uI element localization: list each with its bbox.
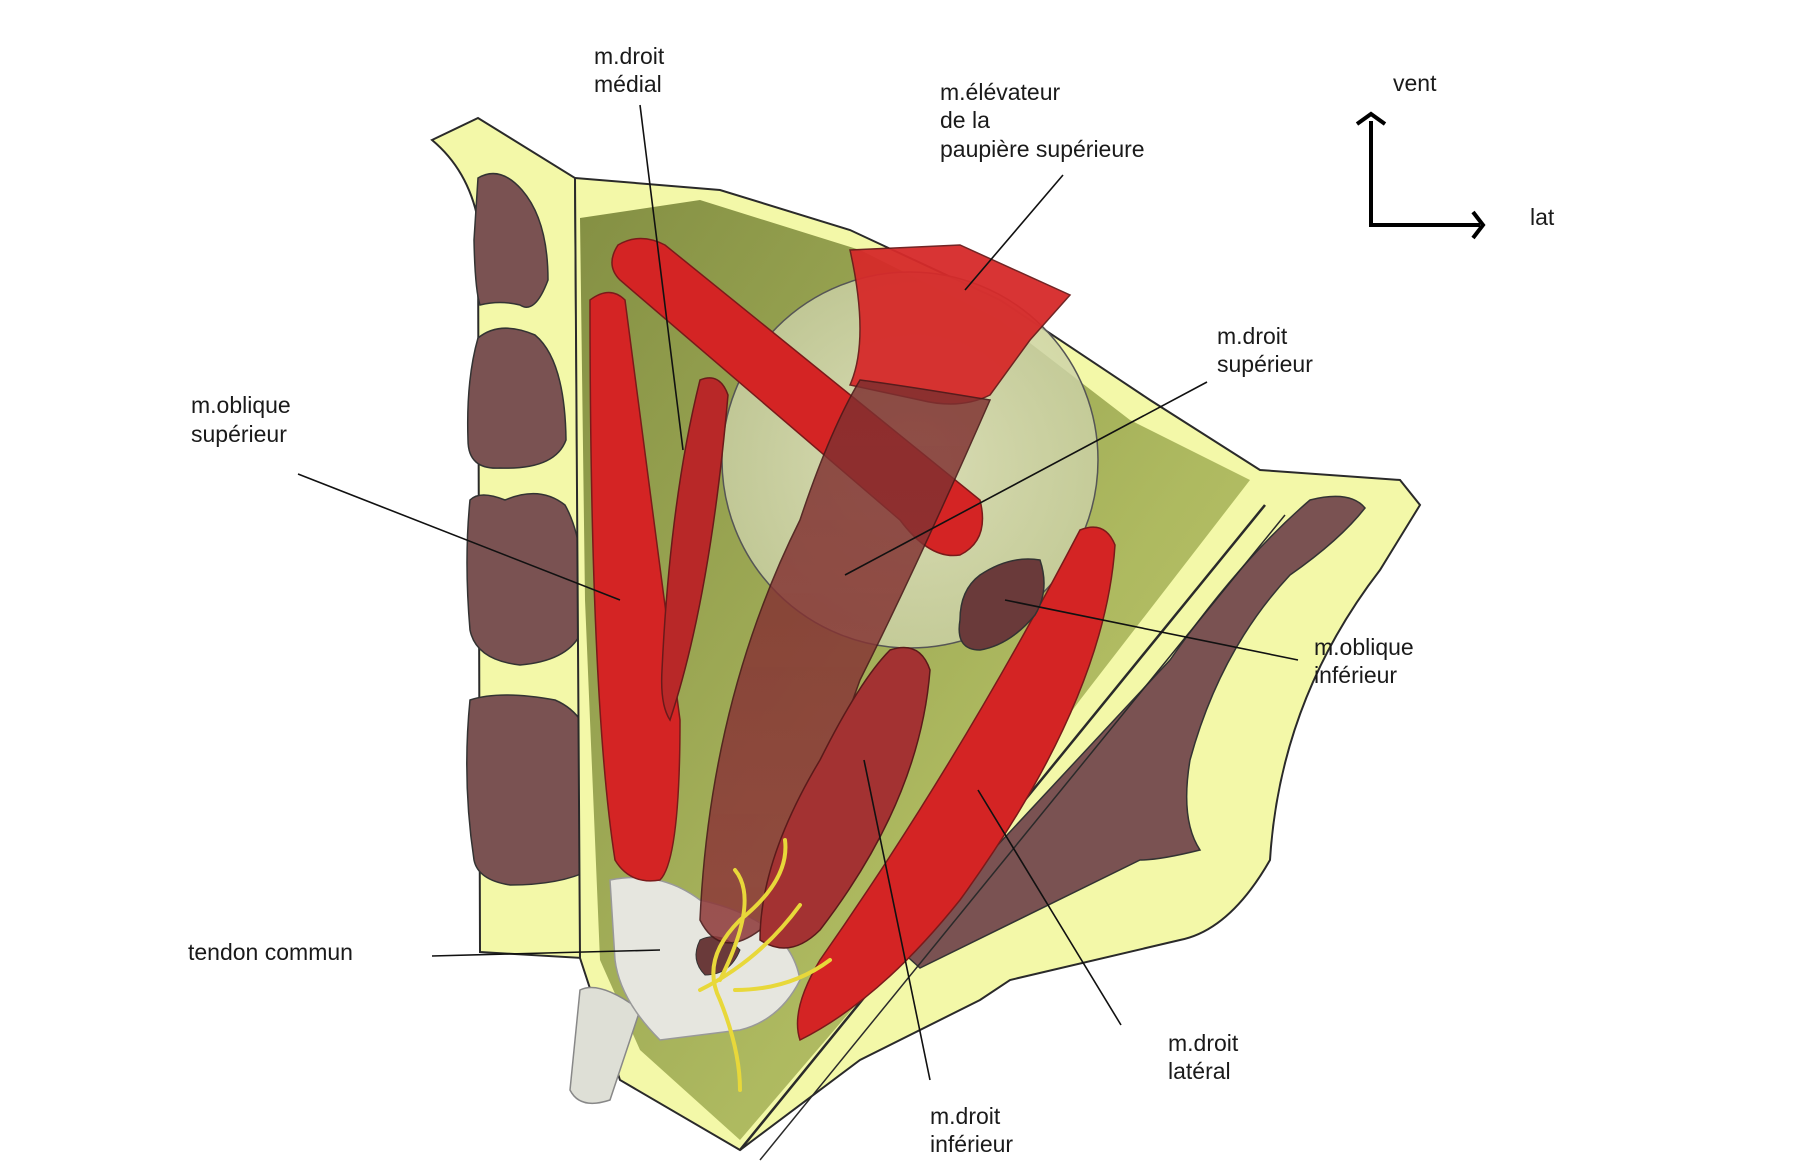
inferior-rectus-muscle: [759, 646, 931, 949]
label-droit-lateral: m.droit latéral: [1168, 1030, 1245, 1084]
label-oblique-inferieur-l1: m.oblique: [1314, 634, 1414, 660]
nerves: [698, 838, 832, 1092]
axis-lines: [1369, 121, 1480, 227]
medial-wall: [430, 116, 595, 960]
orientation-up-label: vent: [1393, 70, 1437, 96]
orientation-indicator: vent lat: [1355, 70, 1555, 240]
label-droit-lateral-l1: m.droit: [1168, 1030, 1239, 1056]
label-tendon-commun-l1: tendon commun: [188, 939, 353, 965]
medial-rectus-muscle: [660, 377, 729, 722]
label-oblique-superieur-l2: supérieur: [191, 421, 287, 447]
label-oblique-inferieur: m.oblique inférieur: [1314, 634, 1420, 688]
sinus-cell-2: [466, 327, 567, 469]
label-droit-inferieur-l2: inférieur: [930, 1131, 1013, 1157]
lateral-wall-edge-2: [759, 514, 1286, 1161]
lateral-rectus-muscle: [796, 526, 1116, 1042]
label-droit-inferieur: m.droit inférieur: [930, 1103, 1013, 1157]
nerve-3: [733, 958, 832, 992]
label-droit-medial-l1: m.droit: [594, 43, 665, 69]
axis-arrow-up-icon: [1355, 111, 1387, 126]
leader-tendon-commun: [431, 949, 661, 957]
nerve-1: [718, 868, 747, 982]
label-droit-superieur-l2: supérieur: [1217, 351, 1313, 377]
label-oblique-superieur-l1: m.oblique: [191, 392, 291, 418]
label-droit-superieur-l1: m.droit: [1217, 323, 1288, 349]
label-elevateur-l1: m.élévateur: [940, 79, 1061, 105]
label-elevateur-l2: de la: [940, 107, 990, 133]
axis-arrow-right-icon: [1471, 210, 1486, 240]
label-tendon-commun: tendon commun: [188, 939, 353, 965]
label-droit-inferieur-l1: m.droit: [930, 1103, 1001, 1129]
leader-oblique-superieur: [297, 473, 621, 601]
nerve-5: [711, 838, 788, 1002]
label-oblique-superieur: m.oblique supérieur: [191, 392, 297, 447]
common-tendon-group: [569, 876, 801, 1105]
label-elevateur-l3: paupière supérieure: [940, 136, 1145, 162]
orientation-right-label: lat: [1530, 204, 1555, 230]
sinus-cell-4: [466, 694, 595, 886]
label-oblique-inferieur-l2: inférieur: [1314, 662, 1397, 688]
label-droit-superieur: m.droit supérieur: [1217, 323, 1313, 377]
inferior-oblique-muscle: [958, 558, 1045, 651]
leader-oblique-inferieur: [1004, 599, 1299, 661]
leader-droit-medial: [639, 104, 684, 451]
label-droit-medial: m.droit médial: [594, 43, 671, 97]
label-droit-lateral-l2: latéral: [1168, 1058, 1231, 1084]
leader-elevateur: [964, 174, 1064, 291]
superior-oblique-muscle: [589, 291, 681, 882]
leader-droit-inferieur: [863, 759, 931, 1081]
optic-canal-stub: [569, 986, 641, 1105]
label-droit-medial-l2: médial: [594, 71, 662, 97]
label-elevateur: m.élévateur de la paupière supérieure: [940, 79, 1145, 162]
muscles: [589, 237, 1116, 1042]
nerve-4: [718, 998, 742, 1092]
leader-droit-lateral: [977, 789, 1122, 1026]
sinus-cell-1: [473, 172, 549, 308]
labels: m.droit médial m.élévateur de la paupièr…: [188, 43, 1420, 1157]
leader-lines: [297, 104, 1299, 1081]
leader-droit-superieur: [844, 381, 1208, 576]
